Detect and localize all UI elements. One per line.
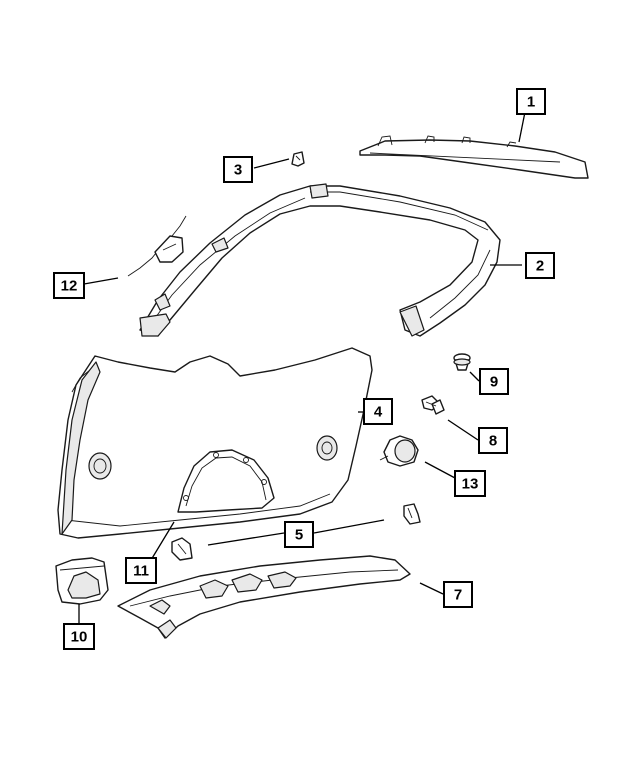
part-4-liftgate-trim-panel: [57, 347, 373, 539]
part-5-clip-right: [403, 503, 421, 525]
callout-8-label: 8: [489, 433, 497, 450]
part-12-harness-clip: [127, 215, 187, 277]
callout-13-label: 13: [462, 476, 479, 493]
callout-4: 4: [363, 398, 393, 425]
part-8-fastener: [421, 395, 445, 415]
callout-9-label: 9: [490, 374, 498, 391]
callout-11-label: 11: [133, 563, 149, 580]
leader-lines: [78, 111, 526, 624]
callout-1: 1: [516, 88, 546, 115]
part-5-clip-left: [171, 537, 193, 561]
callout-10-label: 10: [71, 629, 88, 646]
callout-3-label: 3: [234, 162, 242, 179]
part-2-upper-frame-trim: [139, 183, 501, 337]
part-13-bumper-stop: [379, 435, 419, 467]
callout-7: 7: [443, 581, 473, 608]
callout-12: 12: [53, 272, 85, 299]
part-11-access-cover: [177, 449, 275, 513]
callout-5: 5: [284, 521, 314, 548]
callout-4-label: 4: [374, 404, 383, 421]
callout-11: 11: [125, 557, 157, 584]
callout-2: 2: [525, 252, 555, 279]
callout-1-label: 1: [527, 94, 535, 111]
part-7-scuff-plate: [117, 555, 411, 639]
callout-13: 13: [454, 470, 486, 497]
callout-7-label: 7: [454, 587, 462, 604]
part-3-clip: [291, 151, 305, 167]
part-10-pull-cup: [55, 557, 109, 605]
part-9-push-pin: [453, 353, 471, 371]
callout-9: 9: [479, 368, 509, 395]
callout-2-label: 2: [536, 258, 544, 275]
callout-3: 3: [223, 156, 253, 183]
callout-5-label: 5: [295, 527, 303, 544]
callout-12-label: 12: [61, 278, 78, 295]
part-1-header-trim: [359, 135, 589, 179]
callout-8: 8: [478, 427, 508, 454]
callout-10: 10: [63, 623, 95, 650]
